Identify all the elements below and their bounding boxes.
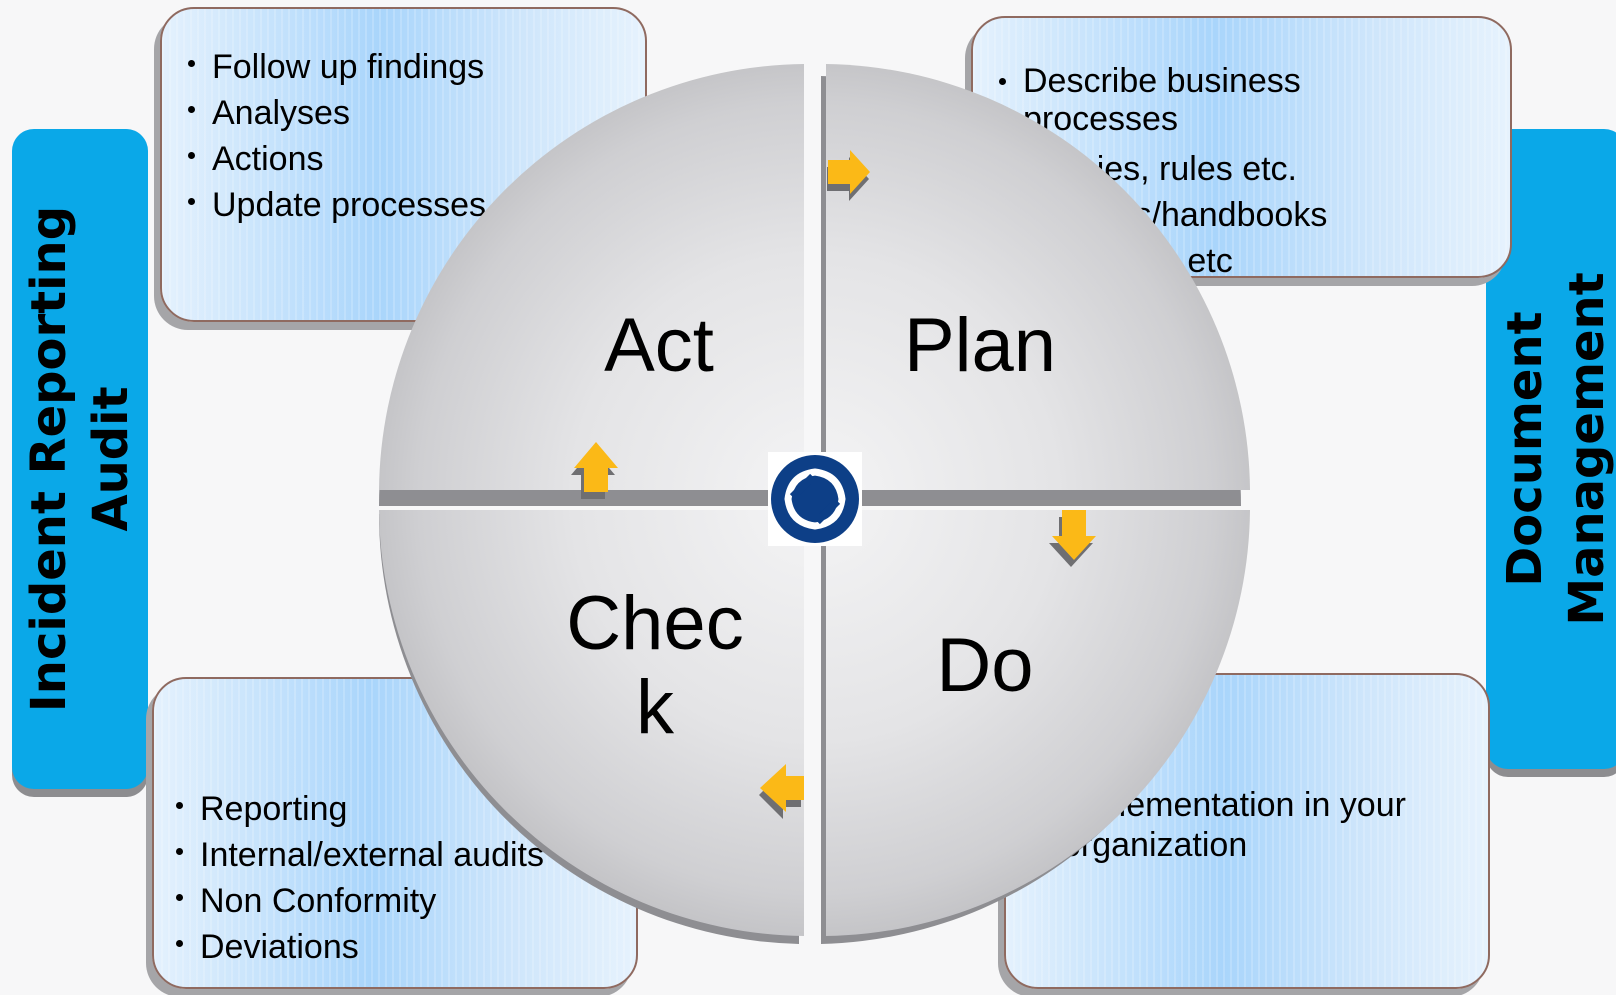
list-item: Non Conformity <box>174 878 636 924</box>
list-item: Actions <box>186 136 645 182</box>
list-item: Update processes <box>186 182 645 228</box>
card-act-list: Follow up findings Analyses Actions Upda… <box>186 44 645 228</box>
quadrant-check <box>379 510 804 936</box>
arrow-left-icon <box>759 764 804 819</box>
list-item: Analyses <box>186 90 645 136</box>
quadrant-do <box>826 510 1250 936</box>
list-item: Internal/external audits <box>174 832 636 878</box>
quadrant-act <box>379 64 804 490</box>
quadrant-label-act: Act <box>604 303 714 388</box>
list-item: Follow up findings <box>186 44 645 90</box>
list-item: Reporting <box>174 786 636 832</box>
side-bar-left: Incident Reporting Audit <box>12 129 148 789</box>
list-item: Deviations <box>174 924 636 970</box>
quadrant-label-plan: Plan <box>903 303 1057 388</box>
circle-logo-icon <box>768 452 862 546</box>
quadrant-label-check-line2: k <box>636 665 674 750</box>
arrow-right-icon <box>827 150 870 201</box>
quadrant-label-do: Do <box>936 623 1034 708</box>
card-check-list: Reporting Internal/external audits Non C… <box>174 786 636 970</box>
quadrant-label-check-line1: Chec <box>566 581 744 666</box>
quadrant-plan <box>826 64 1250 490</box>
quadrant-label-check: Chec k <box>545 582 765 750</box>
arrow-up-icon <box>571 442 618 499</box>
arrow-down-icon <box>1049 510 1096 567</box>
card-do: Implementation in your organization <box>1004 673 1490 989</box>
